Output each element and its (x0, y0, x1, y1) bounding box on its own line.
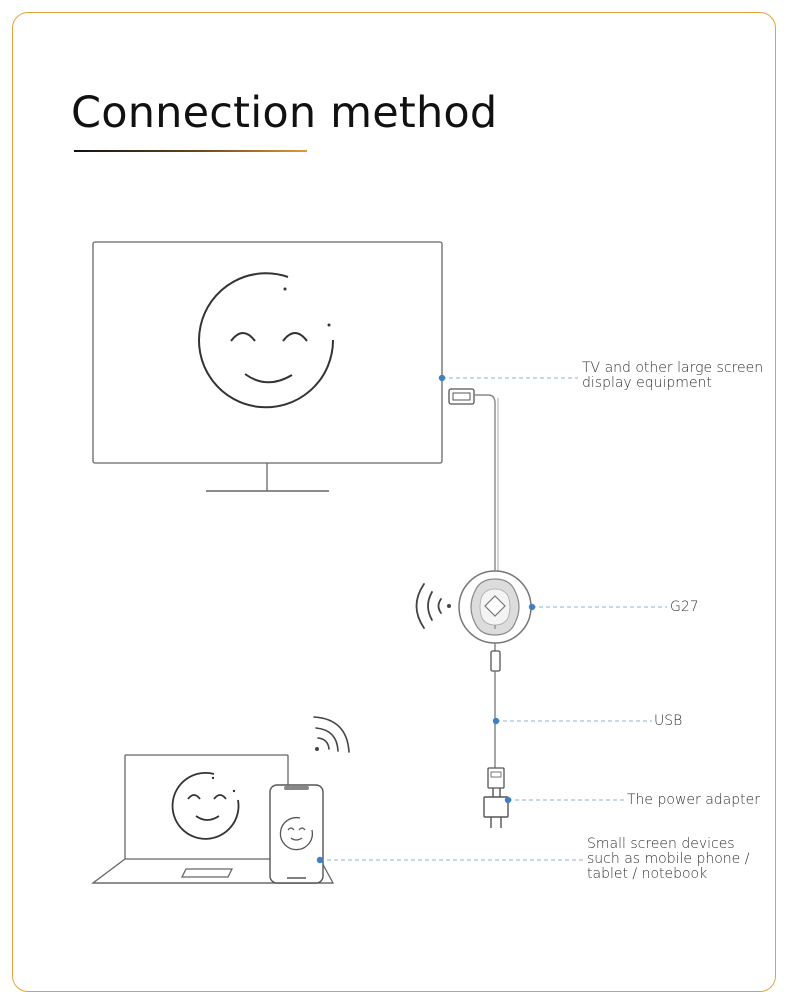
usb-cable (487, 643, 505, 789)
label-power-adapter: The power adapter (627, 792, 760, 808)
power-adapter-icon (483, 788, 509, 828)
tv-illustration (92, 241, 443, 492)
label-g27: G27 (670, 599, 699, 615)
tv-screen (92, 241, 443, 464)
tv-smiley-icon (198, 272, 335, 409)
leader-lines (320, 377, 667, 861)
phone-illustration (269, 784, 324, 884)
label-usb: USB (654, 713, 683, 729)
page-title: Connection method (71, 88, 498, 138)
connection-diagram (91, 241, 667, 884)
label-tv: TV and other large screen display equipm… (582, 360, 764, 391)
usb-plug-icon (487, 767, 505, 789)
label-small-devices: Small screen devices such as mobile phon… (587, 836, 750, 882)
phone-signal-icon (313, 716, 350, 753)
title-underline (74, 150, 307, 152)
micro-usb-plug-icon (490, 650, 501, 672)
laptop-smiley-icon (171, 772, 240, 840)
hdmi-cable (448, 388, 499, 572)
wifi-signal-icon (415, 583, 451, 629)
g27-device (458, 570, 532, 644)
phone-smiley-icon (279, 816, 314, 851)
leader-dots (316, 374, 536, 864)
